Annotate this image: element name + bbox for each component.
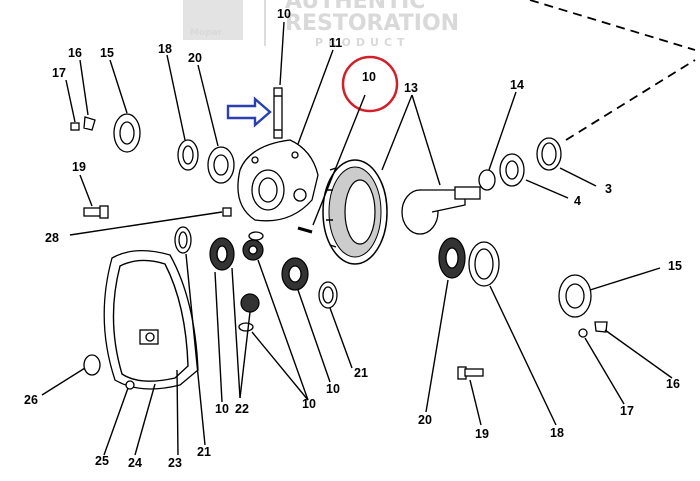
callout-17-right: 17 (620, 404, 634, 418)
callout-19-bottom: 19 (475, 427, 489, 441)
pinion-gear (401, 186, 481, 235)
callout-26: 26 (24, 393, 38, 407)
callout-3: 3 (605, 182, 612, 196)
callout-20-bottom: 20 (418, 413, 432, 427)
nut-26 (83, 354, 101, 376)
callout-21-bottom: 21 (197, 445, 211, 459)
red-highlight-circle (341, 55, 399, 113)
callout-24: 24 (128, 456, 142, 470)
callout-10-bottom: 10 (215, 402, 229, 416)
mate-washer-lower (238, 322, 254, 332)
dashed-leader-top (529, 0, 696, 51)
callout-16-right: 16 (666, 377, 680, 391)
bolt-left (83, 205, 109, 219)
bolt-bottom (457, 366, 484, 380)
differential-cover (103, 250, 199, 390)
callout-15-right: 15 (668, 259, 682, 273)
callout-25: 25 (95, 454, 109, 468)
callout-20-left: 20 (188, 51, 202, 65)
callout-13: 13 (404, 81, 418, 95)
callout-28: 28 (45, 231, 59, 245)
dashed-leader-right (565, 59, 696, 141)
lock-tab-right (594, 321, 608, 333)
blue-pointer-arrow (226, 96, 272, 128)
watermark: Mopar AUTHENTIC RESTORATION PRODUCT (183, 0, 459, 49)
callout-21-mid: 21 (354, 366, 368, 380)
callout-10-mid: 10 (326, 382, 340, 396)
leader-lines (41, 21, 673, 456)
callout-11: 11 (329, 36, 342, 50)
lock-bolt-left (70, 122, 80, 131)
pinion-mate-lower (240, 293, 260, 313)
mate-washer-upper (248, 231, 264, 241)
callout-labels: 10 11 16 15 17 18 20 13 14 19 3 4 28 15 … (24, 7, 682, 470)
adjuster-left (113, 113, 141, 153)
callout-10-low: 10 (302, 397, 316, 411)
callout-22: 22 (235, 402, 249, 416)
mopar-logo-badge (183, 0, 243, 40)
circled-callout-10: 10 (362, 70, 376, 84)
callout-17-left: 17 (52, 66, 66, 80)
fill-plug (222, 207, 232, 217)
callout-19-left: 19 (72, 160, 86, 174)
callout-15-left: 15 (100, 46, 114, 60)
mopar-logo-text: Mopar (190, 28, 223, 38)
callout-18-bottom: 18 (550, 426, 564, 440)
watermark-line2: RESTORATION (285, 11, 459, 36)
callout-14: 14 (510, 78, 524, 92)
callout-16-left: 16 (68, 46, 82, 60)
callout-18-left: 18 (158, 42, 172, 56)
callout-23: 23 (168, 456, 182, 470)
callout-10-top: 10 (277, 7, 291, 21)
watermark-line1: AUTHENTIC (285, 0, 425, 14)
cross-pin (273, 87, 283, 139)
lock-bolt-right (578, 328, 588, 338)
lock-pin (297, 226, 313, 234)
differential-case (237, 139, 319, 222)
watermark-line3: PRODUCT (315, 36, 410, 49)
bolt-head-25 (125, 380, 135, 390)
pinion-shim (478, 169, 496, 191)
ring-gear (322, 159, 388, 265)
lock-tab-left (83, 116, 96, 131)
callout-4: 4 (574, 194, 581, 208)
